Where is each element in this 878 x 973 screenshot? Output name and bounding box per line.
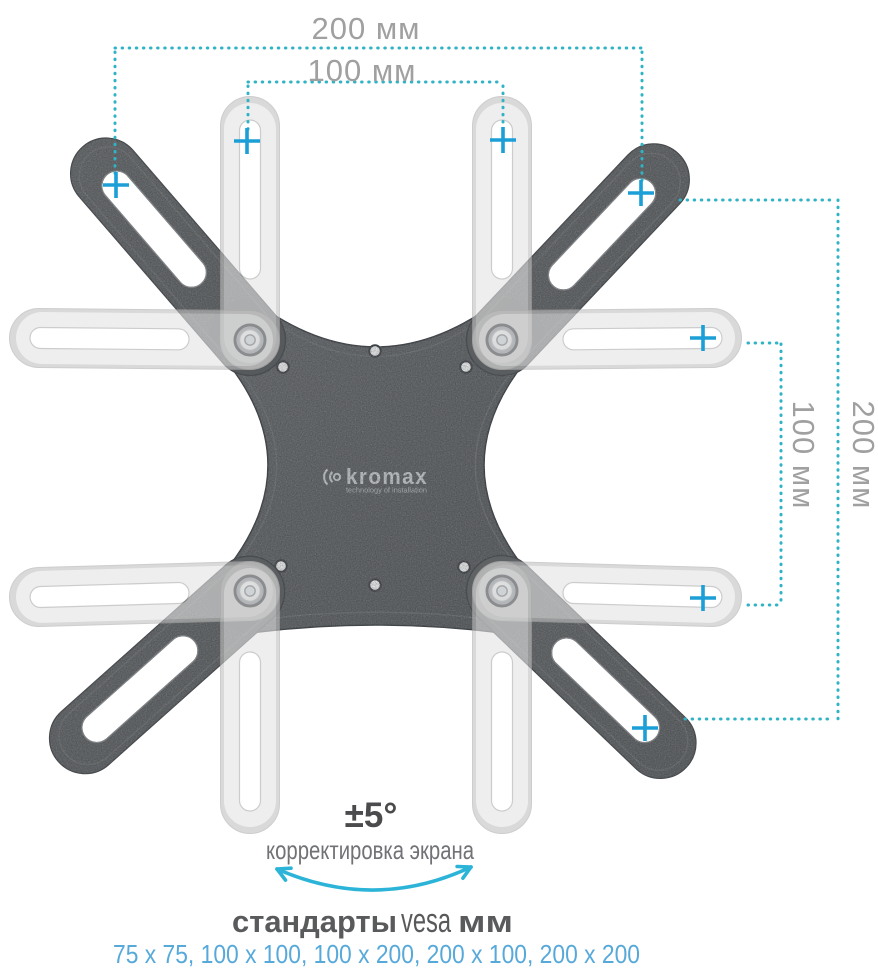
svg-text:мм: мм [458,904,513,939]
svg-text:200 мм: 200 мм [846,401,878,510]
svg-text:100 мм: 100 мм [786,401,821,510]
svg-text:vesa: vesa [401,902,451,940]
svg-text:100 мм: 100 мм [308,53,417,88]
svg-text:200 мм: 200 мм [312,11,421,46]
svg-text:корректировка экрана: корректировка экрана [266,835,474,865]
svg-text:±5°: ±5° [345,796,398,835]
svg-text:стандарты: стандарты [232,904,397,939]
svg-text:75 x 75, 100 x 100, 100 x 200,: 75 x 75, 100 x 100, 100 x 200, 200 x 100… [113,939,640,968]
